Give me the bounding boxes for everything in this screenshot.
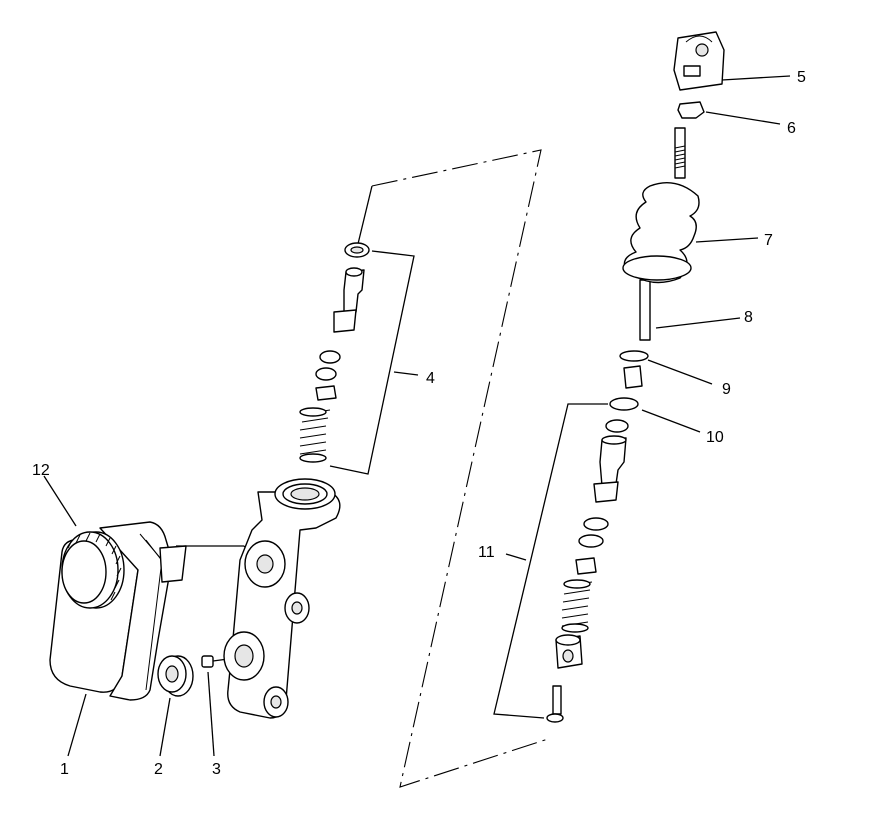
callout-9: 9	[722, 381, 731, 398]
callout-11: 11	[478, 544, 495, 561]
callout-7: 7	[764, 232, 773, 249]
callout-labels: 1 2 3 4 5 6 7 8 9 10 11 12	[32, 69, 806, 778]
master-cylinder-body	[223, 478, 341, 719]
callout-4: 4	[426, 370, 435, 387]
callout-8: 8	[744, 309, 753, 326]
callout-2: 2	[154, 761, 163, 778]
callout-10: 10	[706, 429, 724, 446]
callout-1: 1	[60, 761, 69, 778]
callout-6: 6	[787, 120, 796, 137]
right-internal-kit	[546, 31, 725, 723]
assembly-centerline	[356, 149, 552, 788]
left-internal-kit	[299, 242, 370, 463]
reservoir-assembly	[49, 521, 263, 701]
callout-leaders	[43, 75, 791, 757]
callout-3: 3	[212, 761, 221, 778]
grommet	[157, 655, 194, 697]
callout-12: 12	[32, 462, 50, 479]
callout-5: 5	[797, 69, 806, 86]
